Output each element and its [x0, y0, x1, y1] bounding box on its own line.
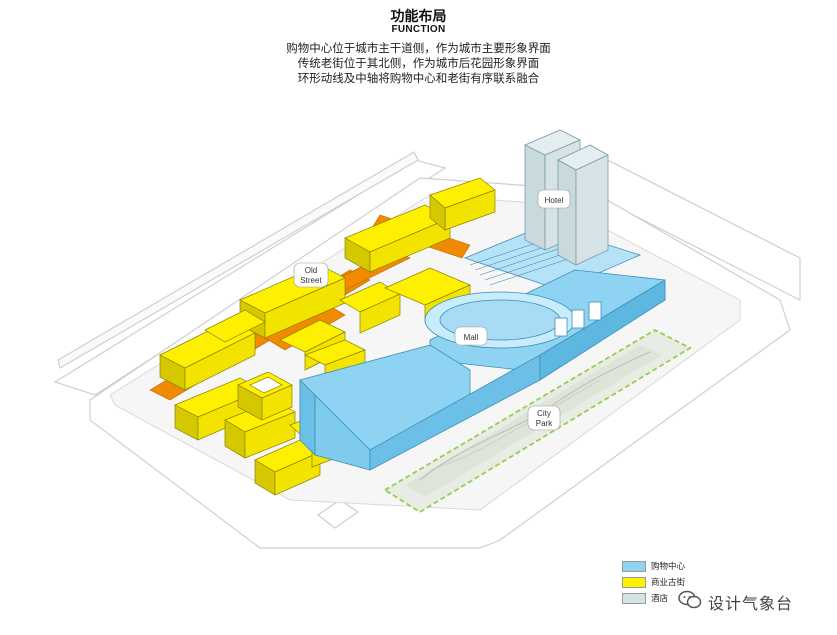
label-city-park: City Park: [527, 405, 561, 431]
svg-text:Mall: Mall: [464, 333, 479, 342]
legend-label: 商业古街: [651, 577, 686, 587]
svg-text:City: City: [537, 409, 551, 418]
svg-text:Old: Old: [305, 266, 317, 275]
legend-label: 购物中心: [651, 561, 686, 571]
svg-text:Street: Street: [300, 276, 322, 285]
page-subtitle: FUNCTION: [391, 24, 446, 35]
legend-item-hotel: 酒店: [622, 592, 742, 604]
legend-item-mall: 购物中心: [622, 560, 742, 572]
legend-swatch: [622, 577, 646, 588]
label-hotel: Hotel: [537, 189, 571, 209]
label-old-street: Old Street: [293, 262, 329, 288]
hotel-tower: [524, 129, 609, 266]
legend-swatch: [622, 561, 646, 572]
description-line-2: 传统老街位于其北侧，作为城市后花园形象界面: [297, 58, 540, 70]
svg-text:Park: Park: [536, 419, 553, 428]
old-street-buildings: [159, 177, 496, 496]
legend-label: 酒店: [651, 593, 669, 603]
watermark-text: 设计气象台: [708, 596, 794, 613]
page-title: 功能布局: [390, 8, 447, 24]
legend-swatch: [622, 593, 646, 604]
description-line-3: 环形动线及中轴将购物中心和老街有序联系融合: [297, 73, 540, 85]
description-line-1: 购物中心位于城市主干道侧，作为城市主要形象界面: [286, 43, 551, 55]
legend-item-old-street: 商业古街: [622, 576, 742, 588]
label-mall: Mall: [454, 326, 488, 346]
wechat-icon: [678, 590, 702, 609]
svg-text:Hotel: Hotel: [545, 196, 564, 205]
